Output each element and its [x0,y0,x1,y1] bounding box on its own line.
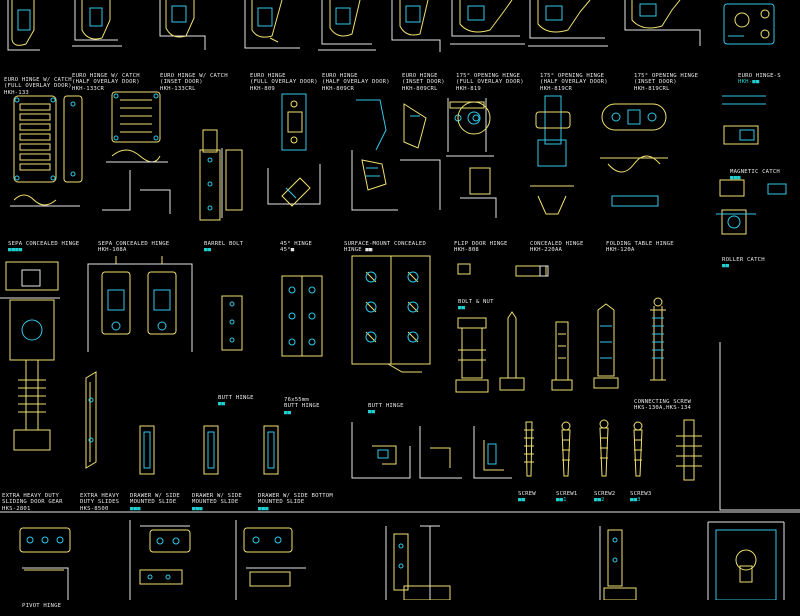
label-euro-hinge-full: EURO HINGE(FULL OVERLAY DOOR)HKH-809 [250,72,318,92]
label-euro-hinge-catch-half: EURO HINGE W/ CATCH(HALF OVERLAY DOOR)HK… [72,72,140,92]
label-screw: SCREW■■ [518,490,536,504]
row2-drawings [10,91,787,235]
label-euro-hinge-inset: EURO HINGE(INSET DOOR)HKH-809CRL [402,72,445,92]
label-screw1: SCREW1■■1 [556,490,578,504]
label-175-hinge-inset: 175° OPENING HINGE(INSET DOOR)HKH-819CRL [634,72,699,92]
label-euro-hinge-catch-inset: EURO HINGE W/ CATCH(INSET DOOR)HKH-133CR… [160,72,228,92]
hardware-drawings [0,0,800,600]
label-bolt-nut: BOLT & NUT■■ [458,298,494,312]
label-roller-catch: ROLLER CATCH■■ [722,256,765,270]
label-barrel-bolt: BARREL BOLT■■ [204,240,244,254]
label-175-hinge-full: 175° OPENING HINGE(FULL OVERLAY DOOR)HKH… [456,72,524,92]
label-butt-hinge-small: BUTT HINGE■■ [218,394,254,408]
label-175-hinge-half: 175° OPENING HINGE(HALF OVERLAY DOOR)HKH… [540,72,608,92]
label-euro-hinge-half: EURO HINGE(HALF OVERLAY DOOR)HKH-809CR [322,72,390,92]
label-pivot-hinge: PIVOT HINGE [22,602,62,609]
label-euro-hinge-catch-full: EURO HINGE W/ CATCH(FULL OVERLAY DOOR)HK… [4,76,72,96]
label-butt-hinge-large: BUTT HINGE■■ [368,402,404,416]
pivot-hinge-drawings [19,520,785,600]
label-sepa-concealed-1: SEPA CONCEALED HINGE■■■■ [8,240,80,254]
row3-drawings [0,255,800,511]
row4-drawings [85,371,702,481]
label-magnetic-catch: MAGNETIC CATCH■■■ [730,168,780,182]
label-screw3: SCREW3■■3 [630,490,652,504]
label-screw2: SCREW2■■2 [594,490,616,504]
euro-hinge-drawings [7,0,775,52]
